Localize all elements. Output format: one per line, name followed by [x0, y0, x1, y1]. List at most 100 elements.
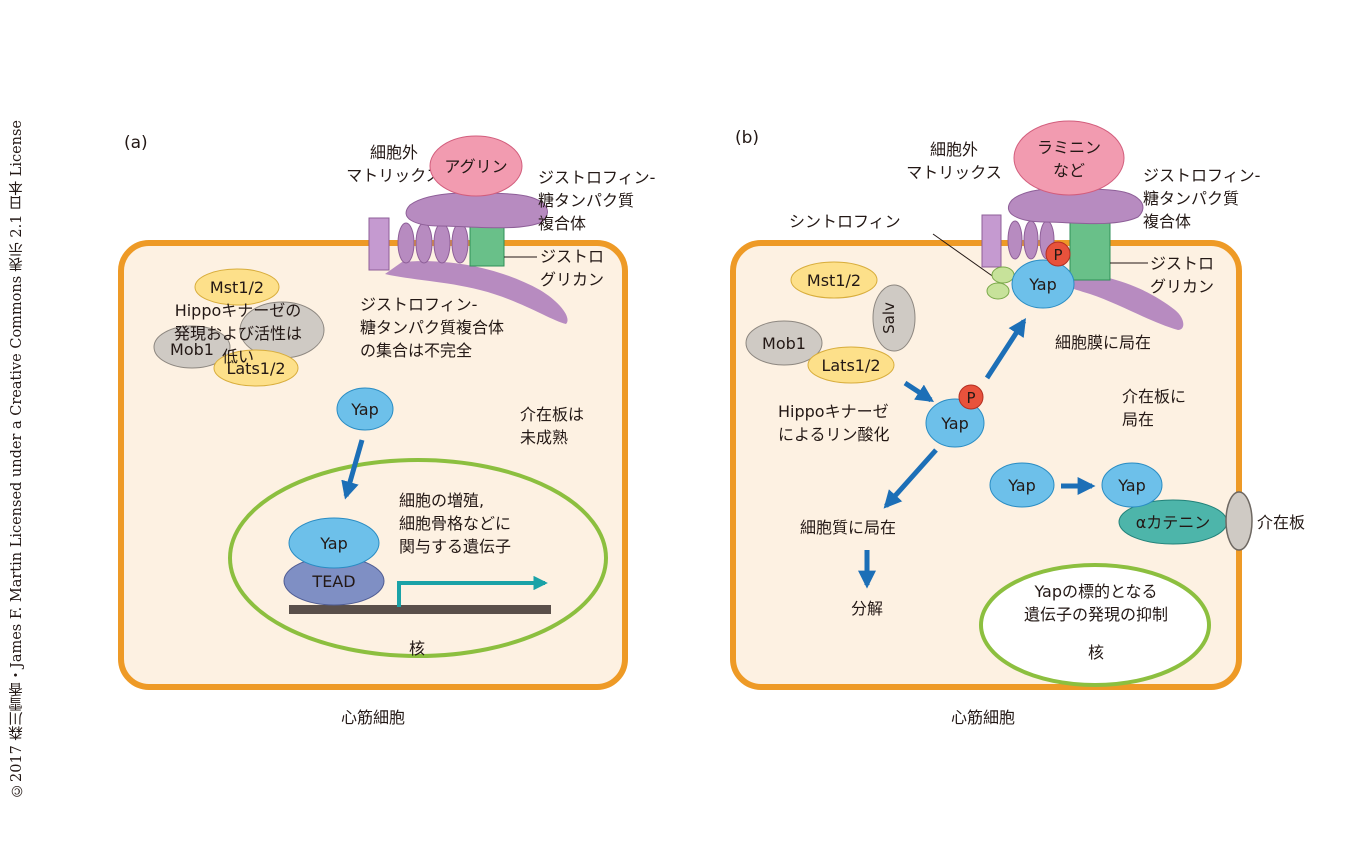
phosphorylation-note-line1: Hippoキナーゼ [778, 402, 889, 421]
dystroglycan-label-line2-b: グリカン [1150, 277, 1214, 296]
lats-protein-b [807, 346, 895, 384]
ecm-label-line1-a: 細胞外 [370, 143, 418, 162]
dgc-label-line1-a: ジストロフィン- [538, 168, 655, 187]
spectrin-repeat-1-b [1007, 220, 1023, 260]
panel-b-label: (b) [735, 128, 759, 148]
id-note-line2-a: 未成熟 [520, 428, 568, 447]
gene-transcription-arrow [397, 575, 548, 607]
yap-cytoplasm-a [336, 387, 394, 431]
lats-label-a: Lats1/2 [226, 359, 285, 378]
salv-protein-b [872, 284, 916, 352]
yap-nucleus-label-a: Yap [319, 534, 348, 553]
mob1-label-a: Mob1 [170, 340, 214, 359]
nucleus-a [228, 458, 608, 658]
agrin-label: アグリン [444, 157, 507, 176]
yap-bound-label: Yap [1117, 476, 1146, 495]
dgc-label-line3-b: 複合体 [1143, 212, 1191, 231]
spectrin-repeat-2-a [415, 222, 433, 264]
syntrophin-2 [986, 282, 1010, 300]
ecm-sheet-a [405, 192, 548, 229]
assembly-note-line1: ジストロフィン- [360, 295, 477, 314]
gene-note-line2: 細胞骨格などに [399, 514, 511, 533]
lats-protein-a [213, 349, 299, 387]
phospho-group-cytoplasm [958, 384, 984, 410]
cytoplasm-localization-label: 細胞質に局在 [800, 518, 896, 537]
yap-phosphorylated [925, 398, 985, 448]
phospho-label-membrane: P [1053, 246, 1062, 264]
nucleus-b [979, 563, 1211, 687]
intercalated-disc [1225, 491, 1253, 551]
yap-free-label: Yap [1007, 476, 1036, 495]
nucleus-label-b: 核 [1088, 643, 1104, 662]
dgc-label-line2-b: 糖タンパク質 [1143, 189, 1239, 208]
phospho-label-cytoplasm: P [966, 389, 975, 407]
laminin-protein [1013, 120, 1125, 196]
gene-note-line3: 関与する遺伝子 [399, 537, 511, 556]
yap-bound [1101, 462, 1163, 508]
intercalated-disc-label: 介在板 [1257, 513, 1305, 532]
repression-note-line1: Yapの標的となる [1033, 582, 1157, 601]
dystroglycan-label-line1-b: ジストロ [1150, 254, 1214, 273]
cytoplasm-retention-arrow [883, 448, 938, 509]
panel-b: (b) 細胞外 マトリックス ラミニン など ジストロフィン- 糖タンパク質 複… [730, 120, 1305, 727]
mob1-label-b: Mob1 [762, 334, 806, 353]
lats-label-b: Lats1/2 [821, 356, 880, 375]
spectrin-repeat-3-a [433, 222, 451, 264]
mst-label-b: Mst1/2 [807, 271, 861, 290]
mob1-protein-a [153, 325, 231, 369]
cell-label-b: 心筋細胞 [951, 708, 1015, 727]
assembly-note-line3: の集合は不完全 [360, 341, 472, 360]
syntrophin-label: シントロフィン [789, 212, 901, 231]
laminin-label-line1: ラミニン [1037, 138, 1101, 157]
ecm-label-line2-a: マトリックス [346, 166, 442, 185]
degradation-label: 分解 [851, 599, 883, 618]
membrane-translocation-arrow [984, 317, 1027, 380]
ecm-label-line2-b: マトリックス [906, 163, 1002, 182]
agrin-protein [429, 135, 523, 197]
panel-a-label: (a) [124, 133, 148, 153]
syntrophin-1 [991, 266, 1015, 284]
dgc-label-line3-a: 複合体 [538, 214, 586, 233]
transmembrane-protein-b [981, 214, 1002, 268]
yap-label-a: Yap [350, 400, 379, 419]
transmembrane-protein-a [368, 217, 390, 271]
cell-label-a: 心筋細胞 [341, 708, 405, 727]
ecm-label-line1-b: 細胞外 [930, 140, 978, 159]
yap-nucleus-a [288, 517, 380, 569]
syntrophin-leader [932, 233, 999, 281]
hippo-note-line1-a: Hippoキナーゼの [175, 301, 302, 320]
tead-label: TEAD [311, 572, 355, 591]
dgc-label-line1-b: ジストロフィン- [1143, 166, 1260, 185]
nucleus-label-a: 核 [409, 639, 425, 658]
mst-protein-b [790, 261, 878, 299]
dystroglycan-label-line1-a: ジストロ [540, 247, 604, 266]
mst-label-a: Mst1/2 [210, 278, 264, 297]
laminin-label-line2: など [1053, 161, 1085, 180]
spectrin-repeat-1-a [397, 222, 415, 264]
phosphorylation-arrow [903, 380, 935, 403]
dna-strand-a [289, 605, 551, 614]
yap-free [989, 462, 1055, 508]
yap-membrane [1011, 259, 1075, 309]
panel-a: (a) 細胞外 マトリックス アグリン ジストロフィン- 糖タンパク質 複合体 … [118, 133, 655, 727]
hippo-note-line3-a: 低い [222, 347, 254, 366]
phosphorylation-note-line2: によるリン酸化 [778, 425, 890, 444]
dystroglycan-label-line2-a: グリカン [540, 270, 604, 289]
spectrin-repeat-2-b [1023, 220, 1039, 260]
id-localization-line2: 局在 [1122, 410, 1154, 429]
repression-note-line2: 遺伝子の発現の抑制 [1024, 605, 1168, 624]
dystroglycan-a [469, 221, 505, 267]
gene-note-line1: 細胞の増殖, [399, 491, 484, 510]
yap-membrane-label: Yap [1028, 275, 1057, 294]
dgc-label-line2-a: 糖タンパク質 [538, 191, 634, 210]
id-note-line1-a: 介在板は [520, 405, 584, 424]
membrane-localization-label: 細胞膜に局在 [1055, 333, 1151, 352]
spectrin-repeat-4-a [451, 222, 469, 264]
yap-import-arrow [341, 439, 365, 500]
alpha-catenin-label: αカテニン [1136, 513, 1211, 532]
dystrophin-tail-a [385, 261, 568, 324]
mob1-protein-b [745, 320, 823, 366]
yap-phosphorylated-label: Yap [940, 414, 969, 433]
salv-label: Salv [880, 302, 898, 334]
id-localization-line1: 介在板に [1122, 387, 1186, 406]
